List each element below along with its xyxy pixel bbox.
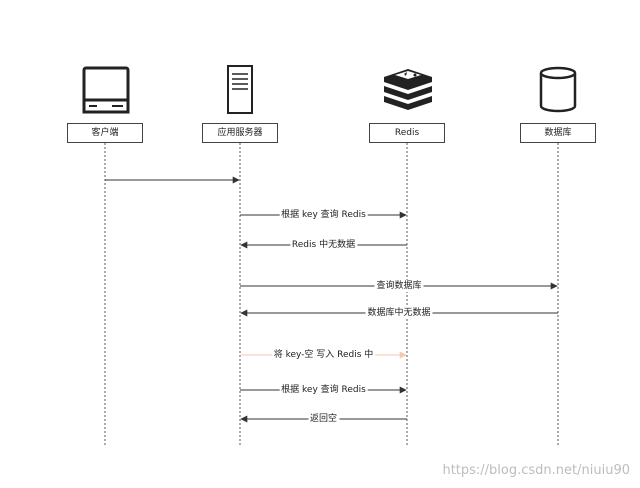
message-label-7: 根据 key 查询 Redis (279, 384, 368, 396)
watermark-text: https://blog.csdn.net/niuiu90 (442, 463, 630, 478)
actor-box-database: 数据库 (520, 123, 596, 143)
redis-logo-icon (384, 69, 432, 110)
message-label-5: 数据库中无数据 (365, 307, 433, 319)
server-icon (227, 65, 253, 114)
actor-box-app-server: 应用服务器 (202, 123, 278, 143)
message-label-2: 根据 key 查询 Redis (279, 209, 368, 221)
actor-box-client: 客户端 (67, 123, 143, 143)
database-icon (539, 66, 577, 113)
message-label-8: 返回空 (307, 413, 340, 425)
actor-box-redis: Redis (369, 123, 445, 143)
message-label-4: 查询数据库 (374, 280, 424, 292)
computer-icon (82, 66, 130, 114)
message-label-6: 将 key-空 写入 Redis 中 (271, 349, 376, 361)
message-label-3: Redis 中无数据 (289, 239, 358, 251)
